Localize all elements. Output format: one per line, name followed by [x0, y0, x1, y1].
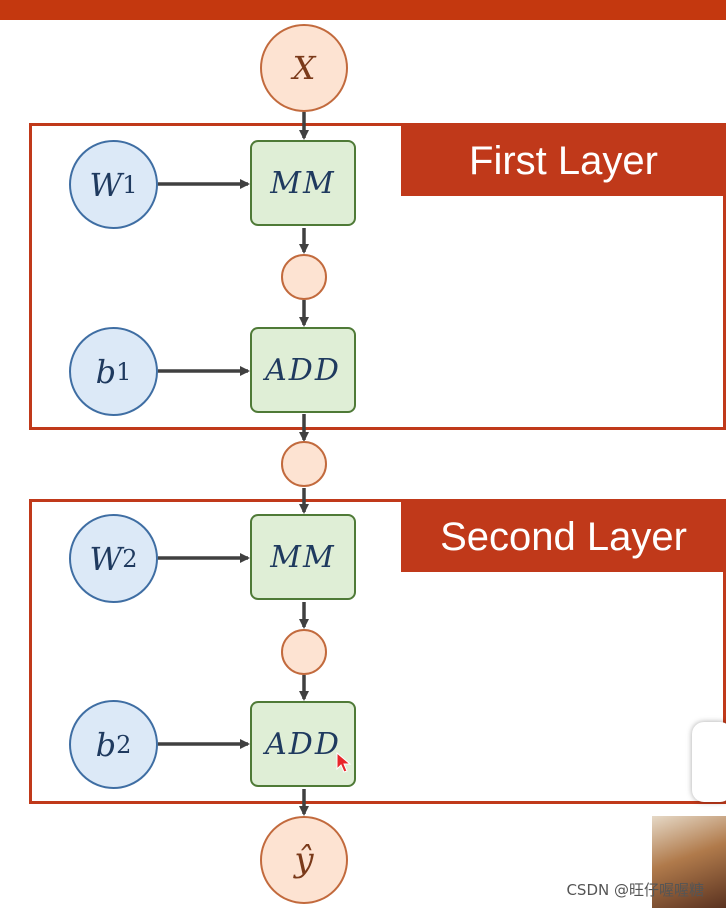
b2-label: b — [95, 725, 117, 764]
w1-label: W — [89, 165, 123, 204]
top-banner — [0, 0, 726, 20]
mm1-op: MM — [250, 140, 356, 226]
second-layer-title: Second Layer — [401, 502, 726, 572]
first-layer-title: First Layer — [401, 126, 726, 196]
input-x-node: X — [260, 24, 348, 112]
floating-side-widget[interactable] — [692, 722, 726, 802]
add2-op: ADD — [250, 701, 356, 787]
hidden-node-2 — [281, 441, 327, 487]
mouse-cursor-icon — [336, 752, 352, 773]
w1-subscript: 1 — [122, 170, 138, 199]
output-yhat-node: ŷ — [260, 816, 348, 904]
second-layer-box — [29, 499, 726, 804]
b2-subscript: 2 — [116, 730, 132, 759]
mm2-op: MM — [250, 514, 356, 600]
hidden-node-3 — [281, 629, 327, 675]
watermark-text: CSDN @旺仔喔喔糖 — [566, 881, 704, 899]
first-layer-box — [29, 123, 726, 430]
hidden-node-1 — [281, 254, 327, 300]
input-x-label: X — [292, 49, 316, 87]
video-thumbnail — [652, 816, 726, 908]
add1-op: ADD — [250, 327, 356, 413]
w2-subscript: 2 — [122, 544, 138, 573]
w2-label: W — [89, 539, 123, 578]
b1-label: b — [95, 352, 117, 391]
output-yhat-label: ŷ — [294, 840, 314, 880]
b1-subscript: 1 — [116, 357, 132, 386]
